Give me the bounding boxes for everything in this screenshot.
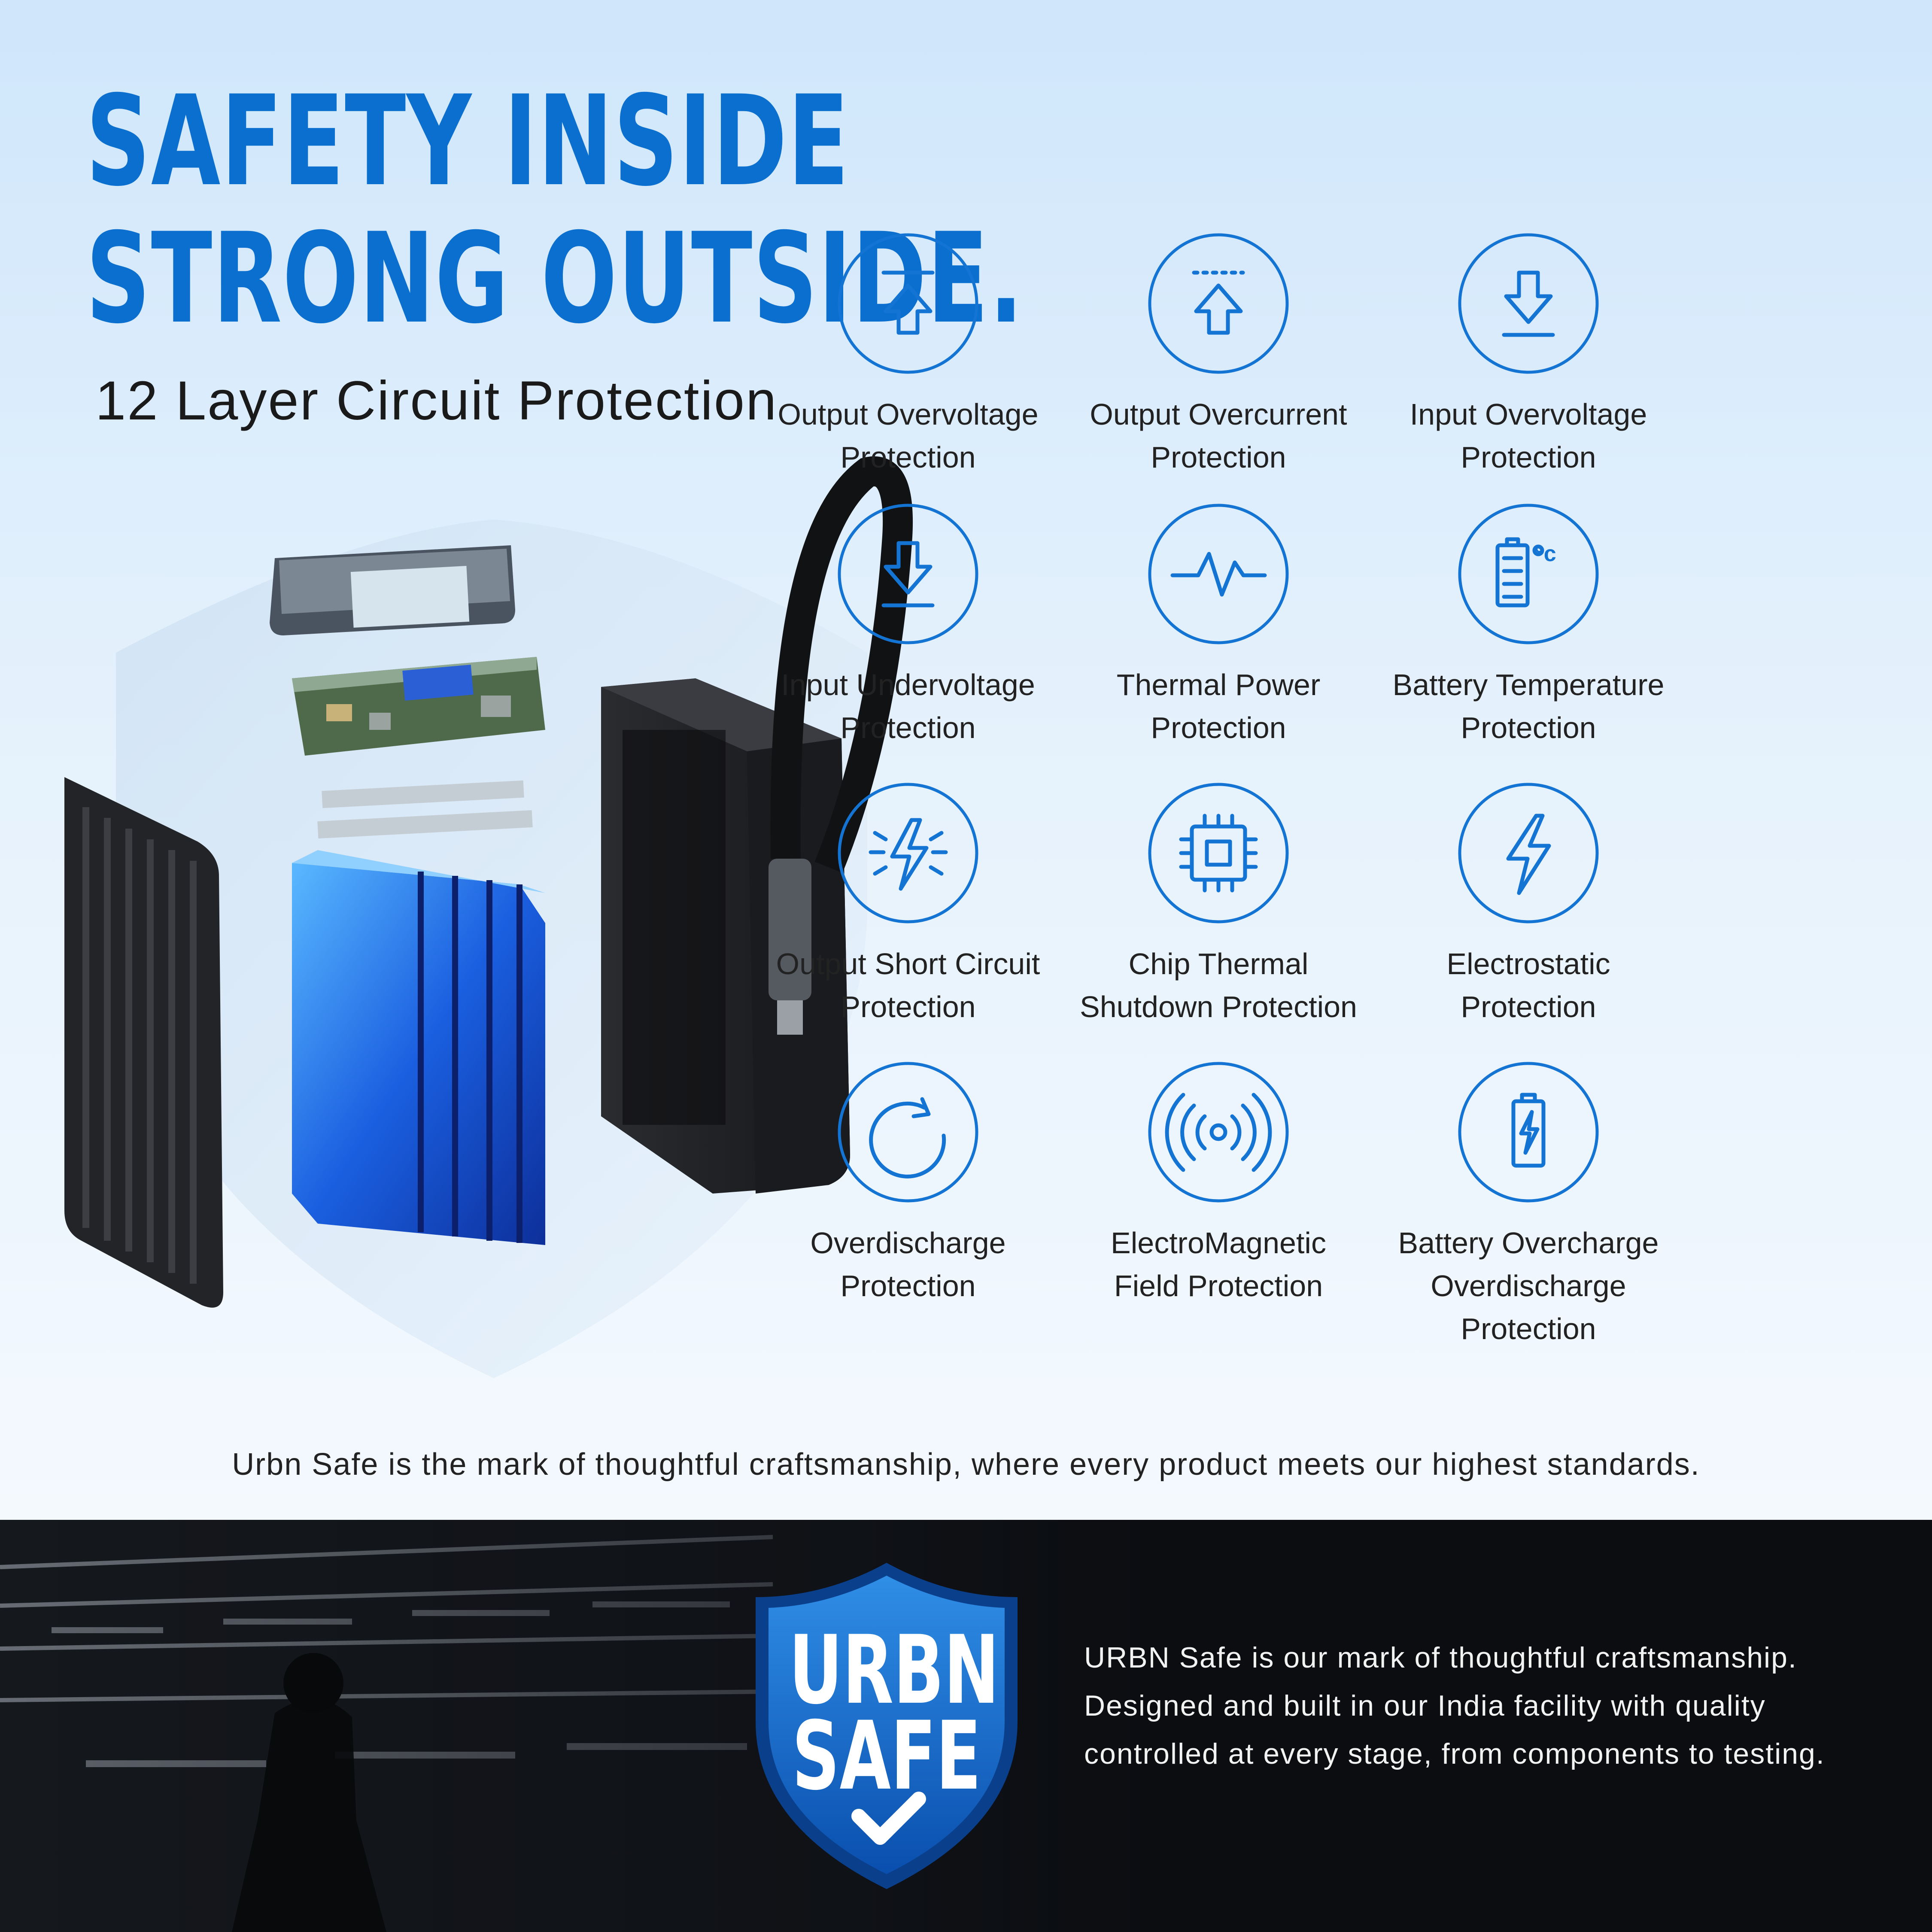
thermal-power-icon (1148, 504, 1289, 644)
housing-shell (601, 678, 850, 1194)
description-line-2: Designed and built in our India facility… (1084, 1689, 1766, 1722)
urbn-safe-shield-badge (756, 1563, 1018, 1889)
headline: SAFETY INSIDE STRONG OUTSIDE. (86, 73, 1024, 348)
ribbed-side-panel (64, 777, 223, 1308)
tagline: Urbn Safe is the mark of thoughtful craf… (232, 1447, 1700, 1482)
description: URBN Safe is our mark of thoughtful craf… (1084, 1634, 1878, 1778)
input-undervoltage-icon (838, 504, 978, 644)
output-overcurrent-icon (1148, 233, 1289, 374)
feature-label-line: Battery Overcharge (1398, 1226, 1659, 1260)
battery-overcharge-icon (1458, 1062, 1599, 1203)
badge-line-1: URBN (789, 1615, 999, 1725)
feature-label-line: Electrostatic (1446, 947, 1610, 981)
feature-label-line: Output Overcurrent (1090, 398, 1347, 431)
feature-label-line: Overdischarge (810, 1226, 1006, 1260)
feature-label-line: Protection (1461, 440, 1596, 474)
chip-icon (1148, 783, 1289, 923)
subtitle: 12 Layer Circuit Protection (95, 370, 778, 431)
checkmark-icon (851, 1792, 926, 1845)
electromagnetic-icon (1148, 1062, 1289, 1203)
factory-background-illustration (0, 1520, 1932, 1932)
feature-label-line: Field Protection (1114, 1269, 1323, 1303)
top-lid (270, 545, 515, 635)
power-bank-exploded-illustration (64, 456, 913, 1378)
built-in-cable (769, 456, 913, 1035)
feature-label-line: ElectroMagnetic (1111, 1226, 1326, 1260)
feature-label-line: Output Short Circuit (776, 947, 1040, 981)
celsius-unit: °c (1535, 541, 1556, 566)
badge-text: URBN SAFE (747, 1615, 1026, 1811)
feature-label-line: Protection (1461, 1312, 1596, 1346)
feature-label-line: Protection (1461, 990, 1596, 1024)
input-overvoltage-icon (1458, 233, 1599, 374)
feature-label-line: Protection (1461, 711, 1596, 744)
feature-label-line: Input Overvoltage (1410, 398, 1647, 431)
short-circuit-icon (838, 783, 978, 923)
feature-label-line: Protection (840, 1269, 976, 1303)
battery-cells (292, 850, 545, 1245)
battery-connector-strips (317, 780, 533, 839)
feature-label-line: Shutdown Protection (1080, 990, 1357, 1024)
headline-line-1: SAFETY INSIDE (86, 69, 850, 214)
overdischarge-icon (838, 1062, 978, 1203)
feature-label-line: Protection (840, 440, 976, 474)
headline-line-2: STRONG OUTSIDE. (86, 207, 1024, 351)
feature-label-line: Overdischarge (1431, 1269, 1626, 1303)
description-line-1: URBN Safe is our mark of thoughtful craf… (1084, 1641, 1797, 1674)
feature-label-line: Protection (1151, 711, 1286, 744)
feature-label-line: Chip Thermal (1128, 947, 1309, 981)
badge-line-2: SAFE (792, 1701, 981, 1811)
feature-label-line: Battery Temperature (1392, 668, 1665, 702)
output-overvoltage-icon (838, 233, 978, 374)
feature-label-line: Input Undervoltage (781, 668, 1035, 702)
description-line-3: controlled at every stage, from componen… (1084, 1738, 1825, 1770)
feature-label-line: Protection (1151, 440, 1286, 474)
feature-label-line: Protection (840, 711, 976, 744)
electrostatic-icon (1458, 783, 1599, 923)
feature-label-line: Protection (840, 990, 976, 1024)
feature-label-line: Thermal Power (1116, 668, 1321, 702)
circuit-board (292, 657, 545, 756)
feature-label-line: Output Overvoltage (778, 398, 1039, 431)
battery-temperature-icon: °c (1458, 504, 1599, 644)
